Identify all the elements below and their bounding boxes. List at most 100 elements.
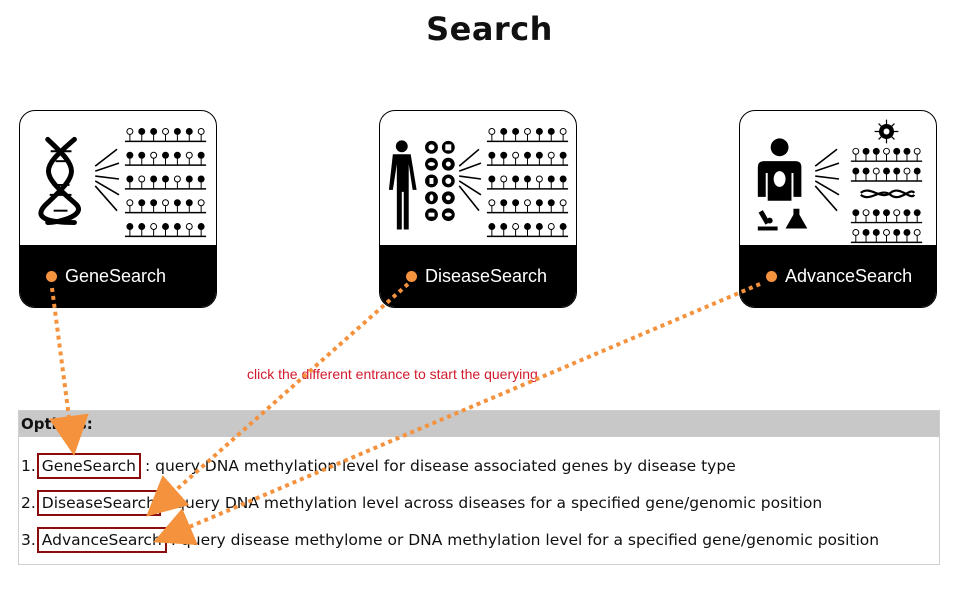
disease-search-card[interactable]: DiseaseSearch xyxy=(379,110,577,308)
methylation-site-icon xyxy=(173,223,181,230)
methylation-site-icon xyxy=(500,151,508,159)
disease-search-footer[interactable]: DiseaseSearch xyxy=(380,245,576,307)
methylation-site-icon xyxy=(162,223,169,230)
option-item: 2. DiseaseSearch : query DNA methylation… xyxy=(21,490,822,516)
methylation-site-icon xyxy=(185,175,193,183)
methylation-site-icon xyxy=(197,175,205,183)
methylation-site-icon xyxy=(547,223,555,230)
methylation-site-icon xyxy=(903,228,911,236)
methylation-site-icon xyxy=(559,199,567,207)
bullet-dot-icon xyxy=(766,270,777,282)
methylation-site-icon xyxy=(872,167,880,175)
gene-search-card[interactable]: GeneSearch xyxy=(19,110,217,308)
option-item: 1. GeneSearch : query DNA methylation le… xyxy=(21,453,736,479)
methylation-site-icon xyxy=(893,228,901,236)
methylation-site-icon xyxy=(150,199,158,207)
option-description: : query disease methylome or DNA methyla… xyxy=(170,531,880,549)
methylation-site-icon xyxy=(559,175,567,183)
methylation-site-icon xyxy=(173,199,181,207)
methylation-site-icon xyxy=(173,128,181,135)
page-title: Search xyxy=(426,10,553,48)
methylation-site-icon xyxy=(162,151,169,159)
gene-search-label[interactable]: GeneSearch xyxy=(65,265,167,286)
gene-search-footer[interactable]: GeneSearch xyxy=(20,245,216,307)
methylation-site-icon xyxy=(162,175,169,183)
methylation-site-icon xyxy=(150,151,158,159)
methylation-site-icon xyxy=(126,223,134,230)
methylation-site-icon xyxy=(852,167,860,175)
instruction-hint: click the different entrance to start th… xyxy=(247,366,538,382)
advance-search-card[interactable]: AdvanceSearch xyxy=(739,110,937,308)
methylation-site-icon xyxy=(524,223,531,230)
methylation-site-icon xyxy=(197,223,205,230)
methylation-site-icon xyxy=(547,128,555,135)
methylation-site-icon xyxy=(500,175,508,183)
methylation-site-icon xyxy=(185,151,193,159)
options-header: Options: xyxy=(19,411,939,437)
methylation-site-icon xyxy=(512,199,520,207)
gene-search-keyword-link[interactable]: GeneSearch xyxy=(36,453,141,479)
methylation-site-icon xyxy=(893,167,901,175)
advance-search-keyword-link[interactable]: AdvanceSearch xyxy=(36,527,167,553)
advanced-analysis-illustration-icon xyxy=(757,119,923,244)
methylation-site-icon xyxy=(852,147,860,155)
methylation-site-icon xyxy=(138,151,146,159)
methylation-site-icon xyxy=(488,151,496,159)
methylation-site-icon xyxy=(535,223,543,230)
methylation-site-icon xyxy=(185,128,193,135)
methylation-site-icon xyxy=(547,199,555,207)
bullet-dot-icon xyxy=(46,270,57,282)
methylation-site-icon xyxy=(185,199,193,207)
methylation-site-icon xyxy=(126,128,134,135)
methylation-site-icon xyxy=(852,209,860,217)
methylation-site-icon xyxy=(559,223,567,230)
methylation-site-icon xyxy=(535,151,543,159)
methylation-site-icon xyxy=(524,128,531,135)
methylation-site-icon xyxy=(883,147,890,155)
methylation-site-icon xyxy=(903,167,911,175)
methylation-site-icon xyxy=(559,128,567,135)
methylation-site-icon xyxy=(535,175,543,183)
methylation-site-icon xyxy=(893,209,901,217)
methylation-site-icon xyxy=(524,199,531,207)
methylation-site-icon xyxy=(500,128,508,135)
methylation-site-icon xyxy=(138,199,146,207)
option-item: 3. AdvanceSearch : query disease methylo… xyxy=(21,527,879,553)
methylation-site-icon xyxy=(547,151,555,159)
methylation-site-icon xyxy=(883,209,890,217)
methylation-site-icon xyxy=(150,128,158,135)
methylation-site-icon xyxy=(559,151,567,159)
methylation-site-icon xyxy=(500,199,508,207)
methylation-site-icon xyxy=(903,209,911,217)
methylation-site-icon xyxy=(893,147,901,155)
methylation-site-icon xyxy=(512,223,520,230)
disease-search-keyword-link[interactable]: DiseaseSearch xyxy=(36,490,162,516)
methylation-site-icon xyxy=(872,228,880,236)
methylation-site-icon xyxy=(150,175,158,183)
methylation-site-icon xyxy=(488,223,496,230)
human-organs-illustration-icon xyxy=(388,128,569,238)
methylation-site-icon xyxy=(500,223,508,230)
option-description: : query DNA methylation level for diseas… xyxy=(144,457,736,475)
disease-search-label[interactable]: DiseaseSearch xyxy=(425,265,548,286)
option-number: 2. xyxy=(21,494,36,512)
methylation-site-icon xyxy=(913,167,921,175)
methylation-site-icon xyxy=(872,147,880,155)
methylation-site-icon xyxy=(862,167,870,175)
methylation-site-icon xyxy=(197,199,205,207)
methylation-site-icon xyxy=(126,199,134,207)
methylation-site-icon xyxy=(535,199,543,207)
methylation-site-icon xyxy=(913,209,921,217)
methylation-site-icon xyxy=(488,128,496,135)
methylation-site-icon xyxy=(138,128,146,135)
methylation-site-icon xyxy=(173,151,181,159)
dna-methylation-illustration-icon xyxy=(38,128,207,238)
methylation-site-icon xyxy=(512,151,520,159)
methylation-site-icon xyxy=(162,128,169,135)
advance-search-label[interactable]: AdvanceSearch xyxy=(785,265,913,286)
methylation-site-icon xyxy=(126,151,134,159)
methylation-site-icon xyxy=(138,223,146,230)
methylation-site-icon xyxy=(872,209,880,217)
advance-search-footer[interactable]: AdvanceSearch xyxy=(740,245,936,307)
methylation-site-icon xyxy=(488,199,496,207)
